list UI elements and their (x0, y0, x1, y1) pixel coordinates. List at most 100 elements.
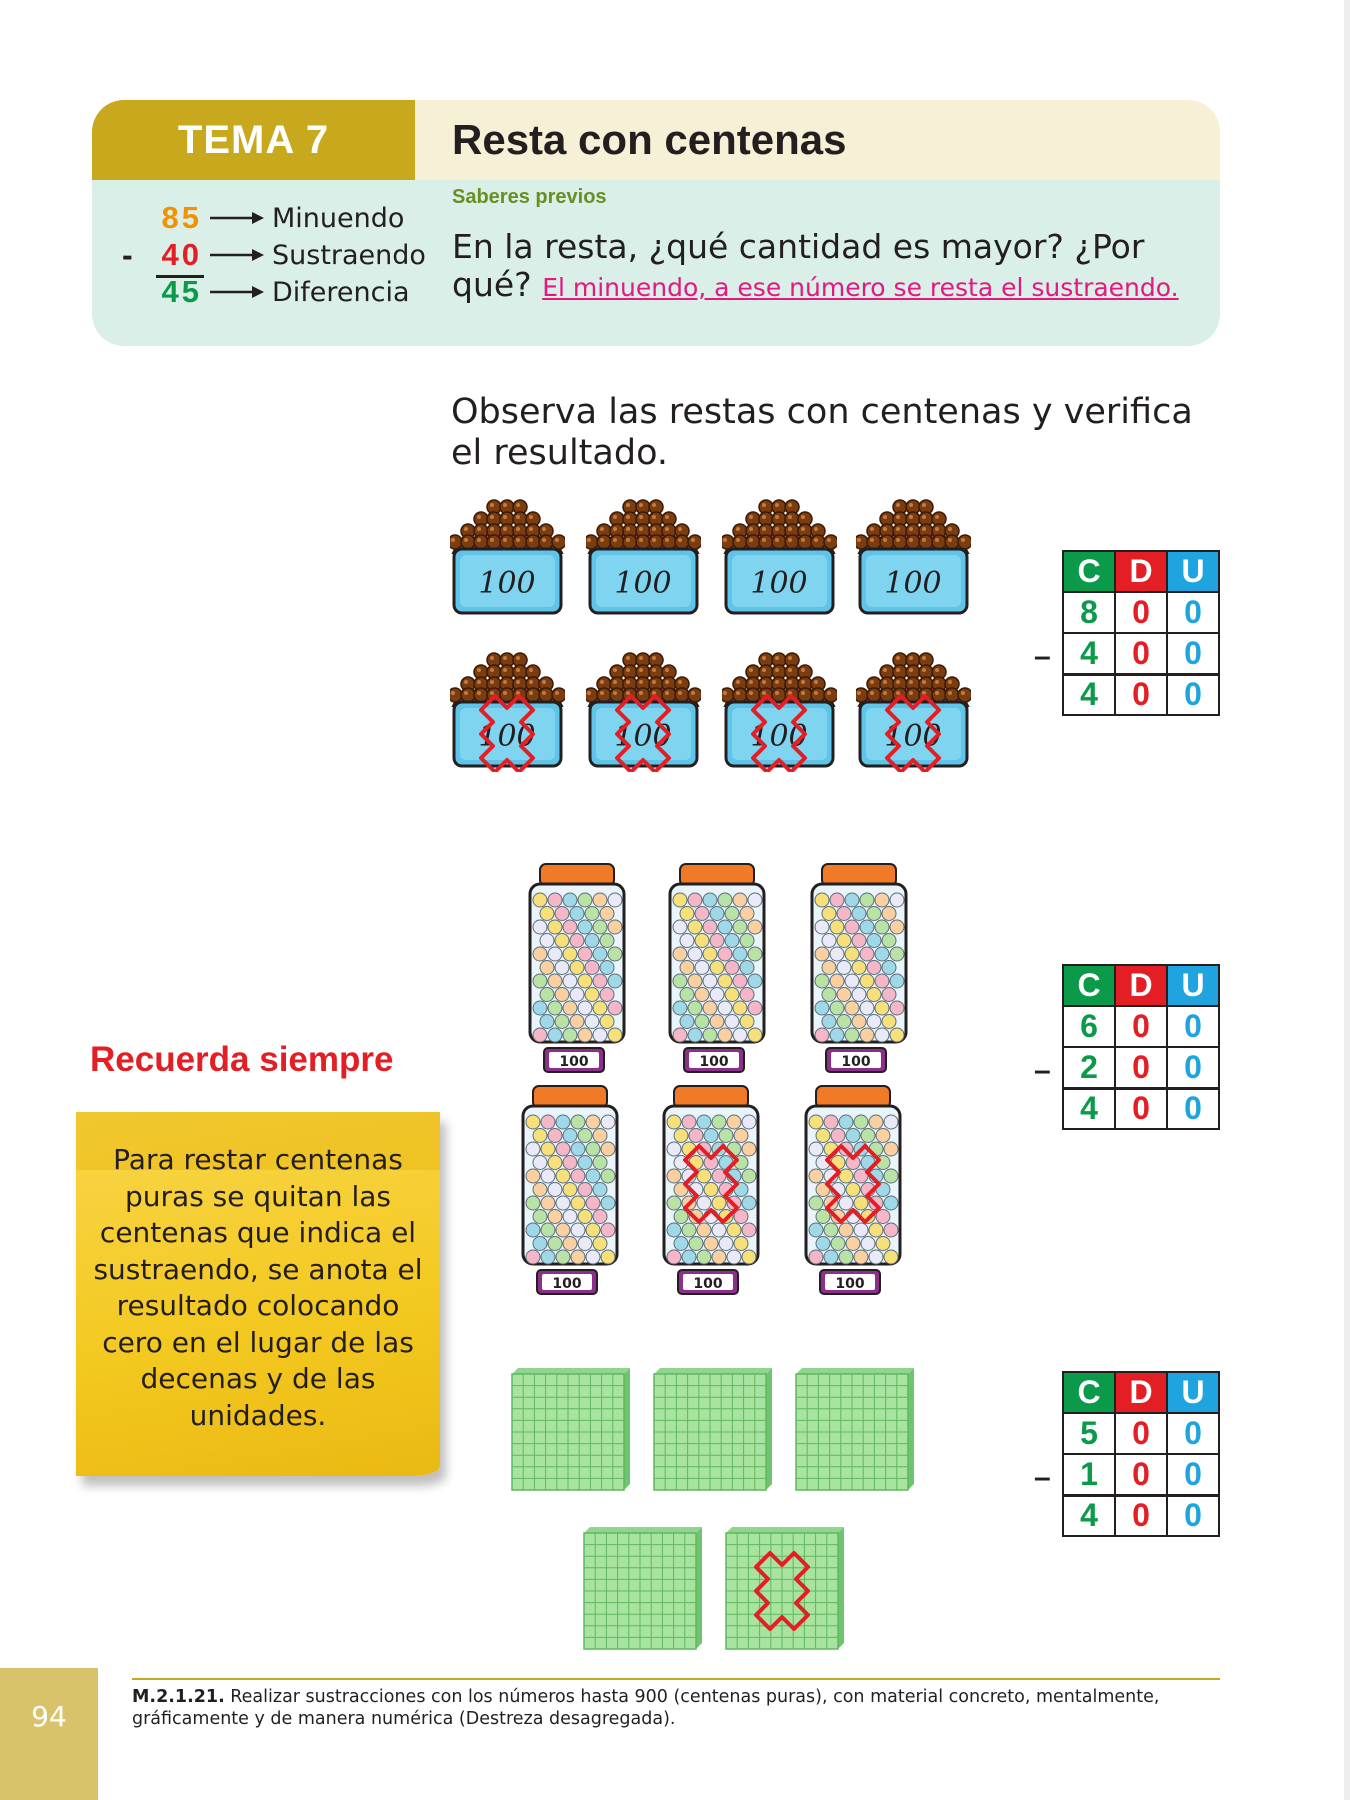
resultado-c: 4 (1062, 672, 1116, 716)
svg-text:100: 100 (478, 566, 535, 601)
resultado-d: 0 (1114, 1086, 1168, 1130)
svg-text:100: 100 (841, 1054, 870, 1070)
recuerda-siempre-heading: Recuerda siempre (90, 1040, 394, 1079)
minuendo-d: 0 (1114, 591, 1168, 634)
sustraendo-d: 0 (1114, 1046, 1168, 1089)
saberes-question-block: En la resta, ¿qué cantidad es mayor? ¿Po… (452, 228, 1212, 307)
bag-crossed: 100 (853, 646, 973, 776)
saberes-question: En la resta, ¿qué cantidad es mayor? ¿Po… (452, 227, 1145, 304)
resultado-u: 0 (1166, 1086, 1220, 1130)
sustraendo-label: Sustraendo (272, 239, 426, 271)
skill-code: M.2.1.21. (132, 1687, 225, 1707)
hundred-block (648, 1366, 774, 1498)
minuendo-number: 85 (161, 200, 202, 235)
sustraendo-u: 0 (1166, 1453, 1220, 1496)
svg-text:100: 100 (750, 719, 807, 754)
sustraendo-c: 2 (1062, 1046, 1116, 1089)
jar: 100 (804, 862, 914, 1081)
sustraendo-c: 4 (1062, 632, 1116, 675)
bag-crossed: 100 (583, 646, 703, 776)
resultado-d: 0 (1114, 1493, 1168, 1537)
sustraendo-u: 0 (1166, 632, 1220, 675)
page-title: Resta con centenas (452, 116, 847, 163)
svg-text:100: 100 (559, 1054, 588, 1070)
topic-number: TEMA 7 (177, 117, 330, 162)
topic-header: TEMA 7 Resta con centenas 85 Minuendo - … (92, 100, 1220, 346)
sticky-note: Para restar centenas puras se quitan las… (76, 1112, 440, 1476)
arrow-right-icon (210, 212, 264, 224)
resultado-d: 0 (1114, 672, 1168, 716)
hundred-block (790, 1366, 916, 1498)
hundred-block (506, 1366, 632, 1498)
svg-text:100: 100 (614, 566, 671, 601)
minuendo-u: 0 (1166, 591, 1220, 634)
skill-description: Realizar sustracciones con los números h… (132, 1687, 1160, 1729)
page-number: 94 (31, 1700, 67, 1733)
arrow-right-icon (210, 249, 264, 261)
svg-text:100: 100 (699, 1054, 728, 1070)
minuendo-c: 5 (1062, 1412, 1116, 1455)
saberes-previos-heading: Saberes previos (452, 186, 607, 208)
bag: 100 (447, 493, 567, 623)
footer-skill: M.2.1.21. Realizar sustracciones con los… (132, 1686, 1192, 1730)
topic-title-box: Resta con centenas (415, 100, 1220, 180)
minuendo-d: 0 (1114, 1005, 1168, 1048)
header-c: C (1062, 550, 1116, 593)
sustraendo-u: 0 (1166, 1046, 1220, 1089)
header-u: U (1166, 550, 1220, 593)
jar-crossed: 100 (798, 1084, 908, 1303)
example-row-minuendo: 85 Minuendo (122, 200, 405, 236)
jar: 100 (662, 862, 772, 1081)
minus-sign: – (1034, 640, 1051, 673)
minus-sign: – (1034, 1461, 1051, 1494)
header-u: U (1166, 1371, 1220, 1414)
bag: 100 (719, 493, 839, 623)
bag-crossed: 100 (719, 646, 839, 776)
example-sum-line (156, 275, 204, 278)
svg-text:100: 100 (552, 1276, 581, 1292)
minuendo-c: 8 (1062, 591, 1116, 634)
resultado-u: 0 (1166, 1493, 1220, 1537)
hundred-block (578, 1525, 704, 1657)
saberes-answer: El minuendo, a ese número se resta el su… (542, 273, 1179, 302)
jar-crossed: 100 (656, 1084, 766, 1303)
page-number-tab (0, 1668, 98, 1800)
sticky-note-band (76, 1112, 440, 1170)
svg-text:100: 100 (884, 566, 941, 601)
jar: 100 (522, 862, 632, 1081)
minus-sign: – (1034, 1054, 1051, 1087)
header-c: C (1062, 1371, 1116, 1414)
header-d: D (1114, 1371, 1168, 1414)
example-row-diferencia: 45 Diferencia (122, 274, 410, 310)
arrow-right-icon (210, 286, 264, 298)
svg-text:100: 100 (884, 719, 941, 754)
sustraendo-d: 0 (1114, 1453, 1168, 1496)
resultado-u: 0 (1166, 672, 1220, 716)
minuendo-c: 6 (1062, 1005, 1116, 1048)
instruction-text: Observa las restas con centenas y verifi… (451, 392, 1193, 473)
bag: 100 (853, 493, 973, 623)
hundred-block-crossed (720, 1525, 846, 1657)
svg-text:100: 100 (750, 566, 807, 601)
topic-number-box: TEMA 7 (92, 100, 415, 180)
minuendo-d: 0 (1114, 1412, 1168, 1455)
minus-sign: - (122, 236, 133, 273)
sustraendo-number: 40 (161, 237, 202, 272)
header-d: D (1114, 550, 1168, 593)
minuendo-u: 0 (1166, 1005, 1220, 1048)
page-edge (1344, 0, 1350, 1800)
minuendo-u: 0 (1166, 1412, 1220, 1455)
sustraendo-c: 1 (1062, 1453, 1116, 1496)
bag-crossed: 100 (447, 646, 567, 776)
svg-text:100: 100 (614, 719, 671, 754)
sustraendo-d: 0 (1114, 632, 1168, 675)
header-c: C (1062, 964, 1116, 1007)
svg-text:100: 100 (478, 719, 535, 754)
svg-text:100: 100 (693, 1276, 722, 1292)
diferencia-number: 45 (161, 274, 202, 309)
bag: 100 (583, 493, 703, 623)
svg-text:100: 100 (835, 1276, 864, 1292)
resultado-c: 4 (1062, 1086, 1116, 1130)
